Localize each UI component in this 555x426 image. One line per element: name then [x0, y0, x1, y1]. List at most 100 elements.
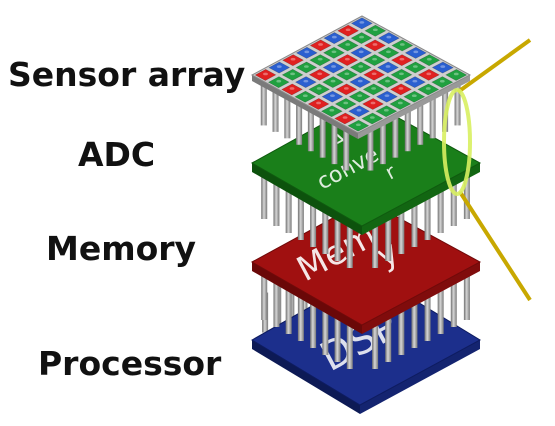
sensor-pixel-lens [384, 94, 390, 97]
memory-pin [297, 297, 304, 341]
sensor-pixel-lens [411, 94, 417, 98]
sensor-pin [343, 130, 350, 171]
sensor-pixel [308, 68, 331, 81]
sensor-pin [392, 117, 399, 158]
sensor-pixel [377, 32, 400, 45]
sensor-pixel [281, 83, 303, 96]
memory-pins [261, 276, 470, 369]
sensor-pixel-lens [372, 57, 378, 61]
sensor-pixel-lens [413, 50, 419, 54]
adc-side-right [362, 163, 480, 235]
memory-pin [273, 283, 280, 327]
memory-pin [310, 304, 317, 348]
sensor-pixel [417, 68, 440, 81]
sensor-pin [404, 111, 411, 152]
sensor-pixel-lens [303, 65, 309, 68]
sensor-pixel [295, 46, 318, 59]
sensor-pixel [295, 61, 318, 74]
adc-pin [398, 212, 405, 254]
callout-line-upper [456, 38, 532, 94]
adc-pins [261, 177, 470, 268]
sensor-pixel-lens [439, 79, 445, 83]
memory-pin [346, 325, 353, 369]
sensor-pixel [363, 68, 386, 81]
sensor-array-layer [250, 15, 472, 139]
sensor-pixel [349, 76, 372, 88]
memory-pin [424, 297, 431, 341]
sensor-pixel [322, 76, 344, 88]
sensor-pixel [337, 24, 360, 37]
sensor-pixel [307, 98, 330, 110]
sensor-pixel [361, 112, 384, 125]
sensor-pixel-lens [357, 94, 363, 97]
sensor-pixel-lens [359, 21, 365, 24]
adc-pin [334, 219, 341, 261]
sensor-pixel-grid [254, 17, 468, 132]
callout-highlight-ring [442, 88, 472, 196]
sensor-pixel [404, 61, 427, 74]
adc-pin [261, 177, 268, 219]
memory-pin [372, 325, 379, 369]
sensor-pixel-lens [316, 87, 322, 90]
sensor-pixel [431, 76, 454, 89]
sensor-pin [260, 85, 267, 126]
sensor-pin [296, 104, 303, 145]
sensor-pixel [320, 105, 343, 118]
sensor-pixel [281, 68, 304, 81]
sensor-pixel [309, 39, 332, 52]
sensor-pixel-lens [303, 79, 309, 83]
sensor-pixel-lens [343, 87, 349, 90]
sensor-pixel-lens [412, 79, 418, 83]
sensor-pin [417, 104, 424, 145]
memory-pin [411, 304, 418, 348]
sensor-pixel [445, 69, 468, 81]
sensor-pixel-lens [355, 123, 361, 127]
sensor-pixel-lens [412, 65, 418, 68]
sensor-pixel [375, 105, 398, 118]
sensor-pixel-lens [290, 72, 295, 76]
sensor-pixel [431, 61, 454, 74]
adc-label: ADC [78, 135, 156, 174]
memory-pin [398, 311, 405, 355]
adc-pin [463, 177, 470, 219]
adc-side-left [252, 163, 362, 235]
sensor-pixel-lens [371, 87, 377, 90]
memory-pin [334, 318, 341, 362]
sensor-pixel [309, 54, 332, 67]
sensor-pixel [377, 46, 400, 59]
sensor-pixel [375, 90, 398, 103]
sensor-pixel [336, 39, 359, 52]
sensor-pixel [390, 54, 413, 67]
sensor-pixel-lens [290, 57, 296, 61]
sensor-pixel-lens [345, 28, 351, 32]
sensor-pixel-lens [359, 35, 364, 39]
adc-pin [310, 205, 317, 247]
memory-pin [322, 311, 329, 355]
sensor-pixel-lens [317, 57, 323, 61]
adc-pin [450, 184, 457, 226]
sensor-array-label: Sensor array [8, 55, 246, 94]
sensor-pixel-lens [289, 87, 295, 90]
sensor-pixel [403, 90, 426, 103]
sensor-pixel-lens [357, 79, 363, 83]
sensor-pixel [294, 76, 317, 89]
sensor-pixel-lens [276, 79, 282, 83]
sensor-pixel [335, 83, 358, 96]
sensor-pixel [321, 90, 344, 103]
sensor-pixel-lens [345, 43, 351, 46]
sensor-pixel-lens [383, 108, 389, 112]
sensor-pixel [364, 24, 387, 37]
sensor-pixel-lens [358, 65, 364, 68]
callout-line-lower [458, 190, 532, 302]
sensor-pixel [377, 61, 400, 74]
adc-pin [437, 191, 444, 233]
sensor-pixel [389, 83, 412, 96]
memory-pin [437, 290, 444, 334]
memory-pin [450, 283, 457, 327]
adc-pin [411, 205, 418, 247]
sensor-pixel [334, 112, 357, 125]
sensor-pixel-lens [397, 101, 403, 105]
sensor-pixel-lens [329, 108, 335, 112]
sensor-pixel-lens [358, 50, 364, 54]
